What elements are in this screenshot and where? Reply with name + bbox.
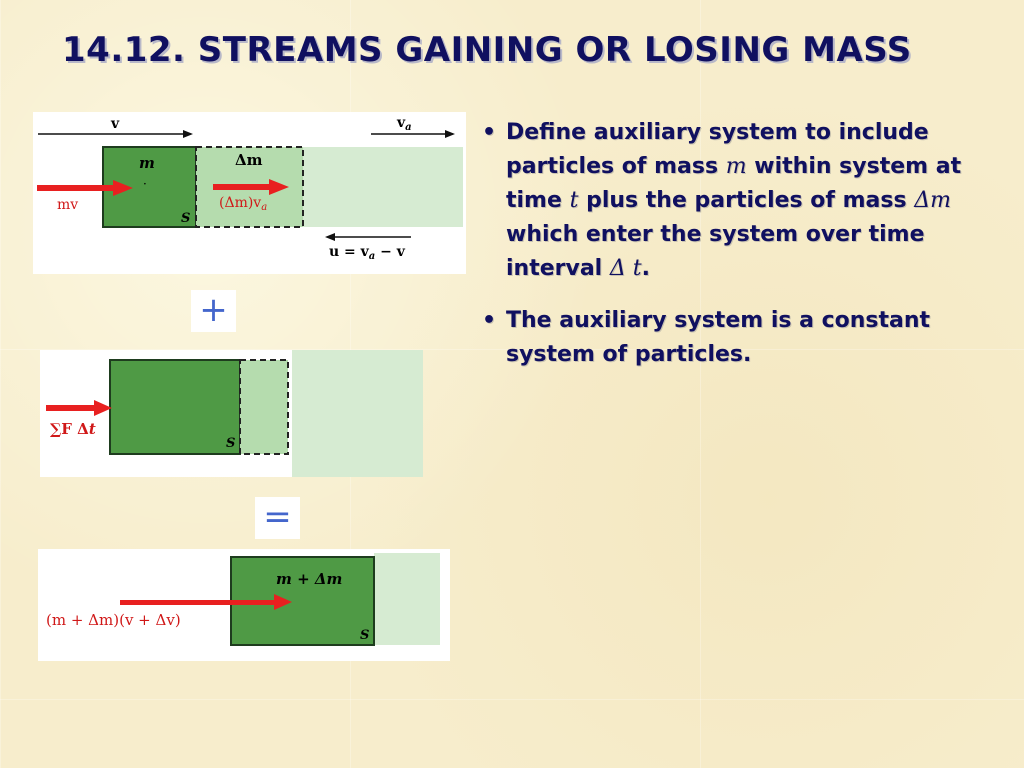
symbol-dm: Δm <box>914 188 951 213</box>
label-dmva: (Δm)va <box>219 195 267 213</box>
equals-sign: = <box>263 497 292 537</box>
va-arrow-head <box>445 130 455 138</box>
system-block <box>109 359 241 455</box>
label-va: va <box>396 115 412 133</box>
stream-bg <box>292 350 423 477</box>
bullet-1-text-d: which enter the system over time interva… <box>506 222 925 281</box>
page-title: 14.12. STREAMS GAINING OR LOSING MASS <box>62 30 912 70</box>
bullet-item-1: • Define auxiliary system to include par… <box>480 116 990 286</box>
diagram-2-svg: ∑F Δt S <box>46 350 423 477</box>
force-arrow-shaft <box>46 405 100 411</box>
label-force: ∑F Δt <box>50 420 96 438</box>
bullet-1-text-b: within system at time <box>506 154 962 213</box>
label-dm: Δm <box>235 151 263 169</box>
mv-arrow-head <box>113 180 133 196</box>
stream-ahead <box>303 147 463 227</box>
label-s: S <box>360 628 369 643</box>
plus-sign: + <box>199 290 228 330</box>
diagram-panel-3: m + Δm (m + Δm)(v + Δv) S <box>38 549 450 661</box>
bullet-dot: • <box>482 120 497 145</box>
mv-arrow-shaft <box>37 185 117 191</box>
equals-box: = <box>255 497 300 539</box>
bullet-1-text-e: . <box>641 256 650 281</box>
label-mv: mv <box>57 197 78 213</box>
dmva-arrow-shaft <box>213 184 273 190</box>
bullet-2-text: The auxiliary system is a constant syste… <box>506 308 931 367</box>
u-arrow-head <box>325 233 335 241</box>
symbol-dt: Δ t <box>609 256 642 281</box>
label-v: v <box>110 116 120 132</box>
force-arrow-head <box>94 400 112 416</box>
bullet-list: • Define auxiliary system to include par… <box>480 116 990 390</box>
diagram-panel-1: v va m · Δm mv (Δm)va S u = va − v <box>33 112 466 274</box>
label-s: S <box>181 211 190 226</box>
symbol-t: t <box>569 188 579 213</box>
momentum-arrow-shaft <box>120 600 280 605</box>
stream-ahead <box>374 553 440 645</box>
bullet-1-text-c: plus the particles of mass <box>578 188 915 213</box>
label-momentum: (m + Δm)(v + Δv) <box>46 611 181 629</box>
diagram-3-svg: m + Δm (m + Δm)(v + Δv) S <box>46 553 440 646</box>
bullet-dot: • <box>482 308 497 333</box>
diagram-panel-2: ∑F Δt S <box>40 350 423 477</box>
momentum-arrow-head <box>274 594 292 610</box>
label-mass: m + Δm <box>276 570 342 588</box>
bullet-item-2: • The auxiliary system is a constant sys… <box>480 304 990 372</box>
center-dot: · <box>143 177 147 191</box>
label-u: u = va − v <box>329 244 406 262</box>
diagram-1-svg: v va m · Δm mv (Δm)va S u = va − v <box>37 115 463 262</box>
velocity-arrow-head <box>183 130 193 138</box>
plus-box: + <box>191 290 236 332</box>
bullet-1-text-a: Define auxiliary system to include parti… <box>506 120 929 179</box>
dmva-arrow-head <box>269 179 289 195</box>
label-s: S <box>226 436 235 451</box>
label-m: m <box>139 154 155 172</box>
symbol-m: m <box>725 154 747 179</box>
delta-m-block <box>239 359 289 455</box>
